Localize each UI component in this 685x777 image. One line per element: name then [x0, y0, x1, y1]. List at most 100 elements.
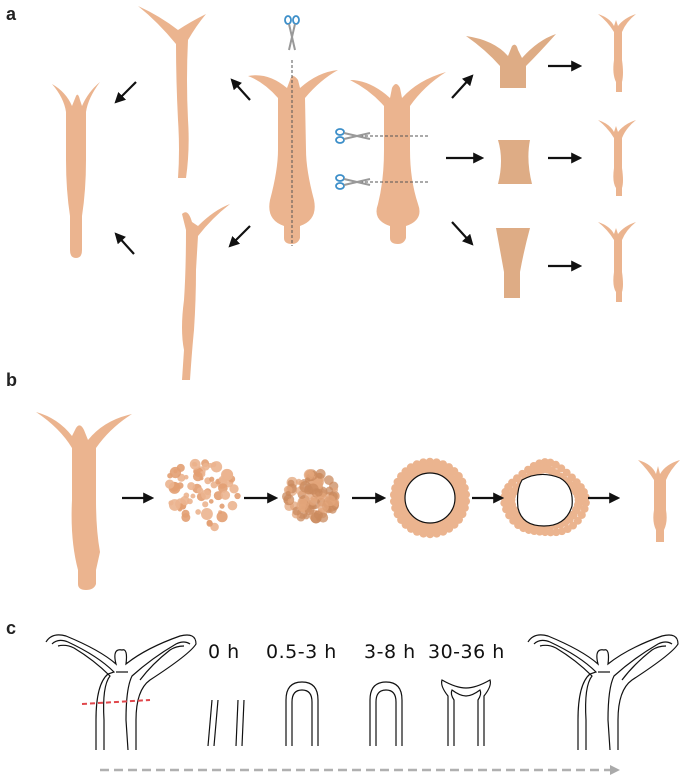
cell [299, 480, 312, 493]
cell [183, 492, 190, 499]
cell [432, 529, 441, 538]
cell [432, 458, 441, 467]
hydra-half-lower [182, 204, 230, 380]
cell [202, 501, 209, 508]
cell [324, 475, 334, 485]
cell [389, 497, 399, 506]
panel-a-label: a [6, 4, 17, 24]
stage-3-8h [369, 681, 403, 746]
cell [314, 488, 323, 497]
cell-aggregate [281, 468, 340, 524]
cell [512, 474, 521, 483]
scissors-icon [335, 128, 371, 144]
cell [210, 481, 218, 489]
arrow-icon [451, 74, 474, 99]
dissociated-cells [165, 458, 241, 532]
cell [195, 509, 201, 515]
cell [317, 501, 329, 513]
elongated-sphere-lumen [516, 473, 573, 527]
arrow-icon [230, 78, 251, 101]
hydra-regenerated-small [598, 222, 636, 302]
cell [315, 468, 326, 479]
amputation-line [81, 699, 151, 705]
hydra-regenerated-left [52, 82, 100, 258]
cell [234, 492, 241, 500]
hydra-regenerated-small [598, 14, 636, 92]
cell [200, 489, 212, 500]
hydra-intact-center [248, 70, 338, 244]
arrow-icon [228, 225, 251, 248]
cell [461, 497, 471, 506]
cell [308, 497, 318, 506]
cell [165, 479, 175, 489]
cell [180, 495, 190, 506]
stage-tentacle-buds [441, 679, 491, 746]
time-label-1: 0.5-3 h [266, 641, 337, 663]
cell [389, 490, 399, 499]
time-label-3: 30-36 h [428, 641, 505, 663]
time-label-0: 0 h [208, 641, 240, 663]
cell [580, 504, 589, 513]
cell [283, 485, 293, 495]
cell [187, 482, 196, 491]
scissors-icon [335, 174, 371, 190]
cell [460, 483, 469, 493]
cell [218, 476, 226, 483]
cell [167, 472, 173, 479]
hydra-intact-panel-b [36, 412, 132, 590]
cell [557, 464, 566, 473]
cell [227, 500, 238, 511]
time-label-2: 3-8 h [364, 641, 416, 663]
fragment-head [466, 34, 556, 88]
cell [332, 487, 339, 493]
fragment-foot [496, 228, 530, 298]
fragment-body-column [498, 140, 532, 184]
cell [208, 499, 214, 504]
cell [186, 498, 193, 505]
cell [552, 528, 561, 537]
cell [438, 527, 448, 536]
cell [181, 509, 190, 518]
cell [219, 503, 225, 509]
cell [211, 462, 217, 468]
cell [425, 457, 435, 467]
cell [453, 488, 464, 498]
stage-0h-open-stump [207, 699, 245, 747]
hollow-sphere-cells [389, 457, 471, 539]
cell [581, 498, 590, 507]
arrow-icon [451, 221, 474, 246]
panel-c-label: c [6, 618, 16, 638]
stage-wound-closure [285, 681, 319, 746]
cell [285, 490, 291, 497]
cell [168, 499, 181, 511]
cell [581, 493, 590, 502]
cell [220, 490, 231, 500]
arrow-icon [114, 232, 135, 255]
hollow-sphere-lumen [404, 472, 456, 524]
cell [183, 474, 189, 480]
head-outline-regenerated-right [527, 634, 679, 751]
cell [412, 460, 422, 469]
panel-b-label: b [6, 370, 17, 390]
cell [425, 529, 435, 539]
scissors-icon [284, 15, 300, 51]
hydra-intact-right [350, 72, 446, 244]
cell [287, 498, 294, 504]
cell [313, 510, 323, 520]
cell [209, 476, 215, 482]
cell [192, 471, 203, 482]
arrow-icon [114, 81, 137, 104]
cell [461, 490, 471, 499]
cell [419, 458, 428, 467]
cell [419, 529, 428, 538]
cell [189, 458, 201, 470]
hydra-regenerated-small [598, 120, 636, 196]
cell [229, 484, 239, 494]
cell [202, 462, 210, 471]
cell [391, 503, 400, 513]
hydra-regenerated-panel-b [638, 460, 680, 542]
cell [562, 468, 571, 477]
cell [206, 519, 213, 526]
cell [190, 493, 196, 499]
